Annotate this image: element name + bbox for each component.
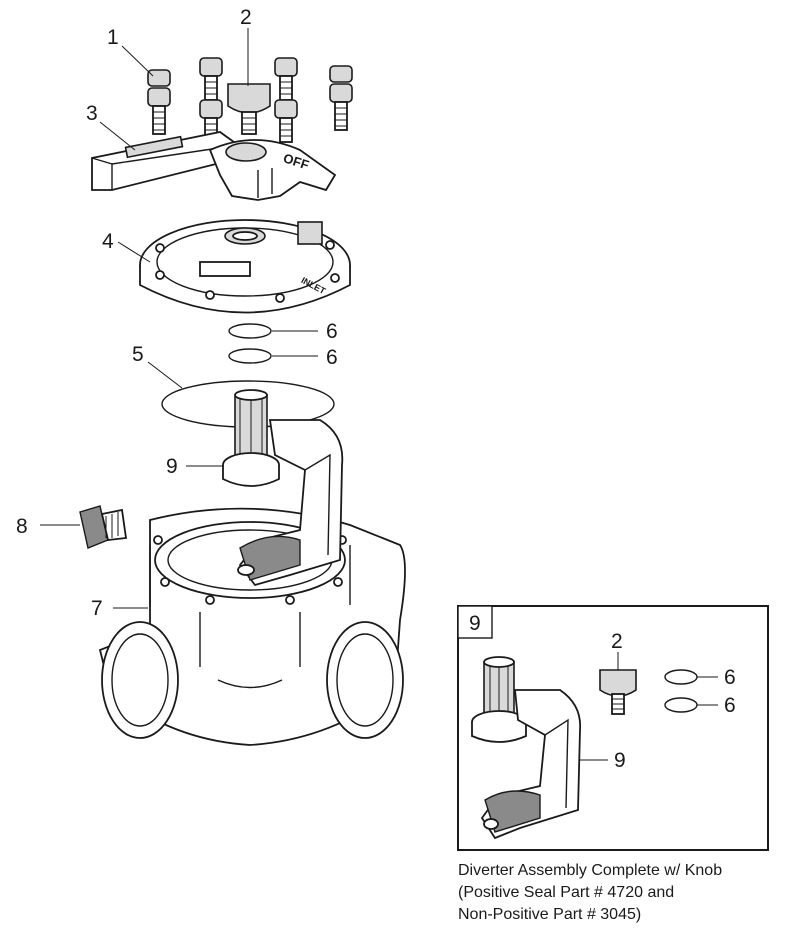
screw-group	[147, 57, 353, 143]
callout-7: 7	[91, 597, 103, 620]
inset-callout-6a: 6	[724, 666, 736, 689]
callout-3: 3	[86, 102, 98, 125]
caption-line-3: Non-Positive Part # 3045)	[458, 906, 642, 923]
screw	[329, 65, 353, 131]
callout-2: 2	[240, 6, 252, 29]
caption-line-2: (Positive Seal Part # 4720 and	[458, 884, 675, 901]
callout-5: 5	[132, 343, 144, 366]
callout-6a: 6	[326, 320, 338, 343]
cover-part: INLET	[139, 219, 351, 314]
screw	[274, 57, 298, 101]
callout-4: 4	[102, 230, 114, 253]
callout-8: 8	[16, 515, 28, 538]
inset-caption: Diverter Assembly Complete w/ Knob (Posi…	[458, 860, 788, 926]
knob-part	[227, 83, 271, 135]
caption-line-1: Diverter Assembly Complete w/ Knob	[458, 862, 723, 879]
screw	[199, 57, 223, 101]
inset-callout-6b: 6	[724, 694, 736, 717]
handle-part: OFF	[91, 131, 337, 201]
inset-box: 9 2 6 6 9	[457, 605, 769, 851]
o-ring-pair	[228, 323, 272, 364]
leader-lines	[40, 28, 318, 609]
callout-6b: 6	[326, 346, 338, 369]
inset-callout-2: 2	[611, 630, 623, 653]
diverter-part	[222, 389, 344, 587]
screw	[147, 69, 171, 135]
callout-9: 9	[166, 455, 178, 478]
inset-diverter-part	[471, 656, 582, 840]
inset-callout-9: 9	[614, 749, 626, 772]
inset-knob-part	[599, 669, 637, 715]
fitting-part	[79, 505, 128, 549]
screw	[274, 99, 298, 143]
inset-label: 9	[469, 612, 481, 635]
callout-1: 1	[107, 26, 119, 49]
